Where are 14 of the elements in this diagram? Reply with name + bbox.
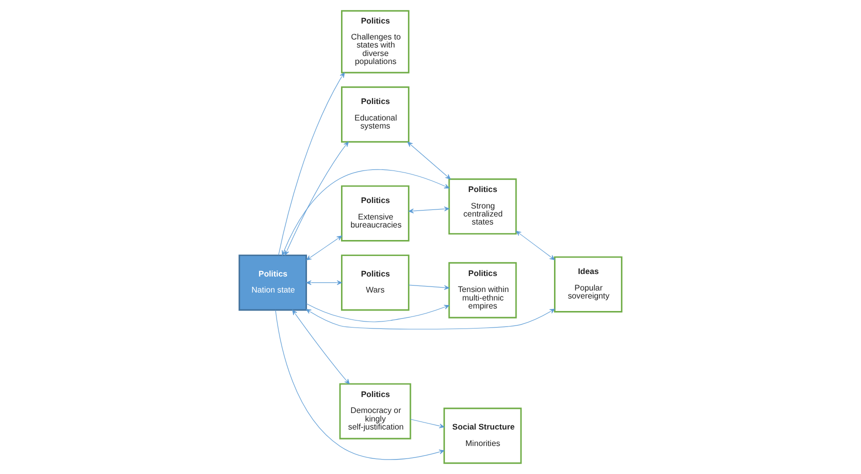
arrow: [306, 308, 555, 330]
arrow: [306, 303, 450, 322]
arrow: [407, 142, 451, 180]
arrow: [408, 284, 450, 290]
arrow: [408, 206, 450, 214]
arrow: [282, 169, 450, 256]
arrow: [284, 142, 349, 256]
arrow: [278, 72, 345, 256]
arrow: [516, 230, 555, 260]
arrow: [306, 280, 342, 286]
arrow: [410, 418, 444, 428]
arrow: [292, 310, 350, 384]
arrow: [275, 310, 444, 460]
arrow: [306, 236, 342, 260]
